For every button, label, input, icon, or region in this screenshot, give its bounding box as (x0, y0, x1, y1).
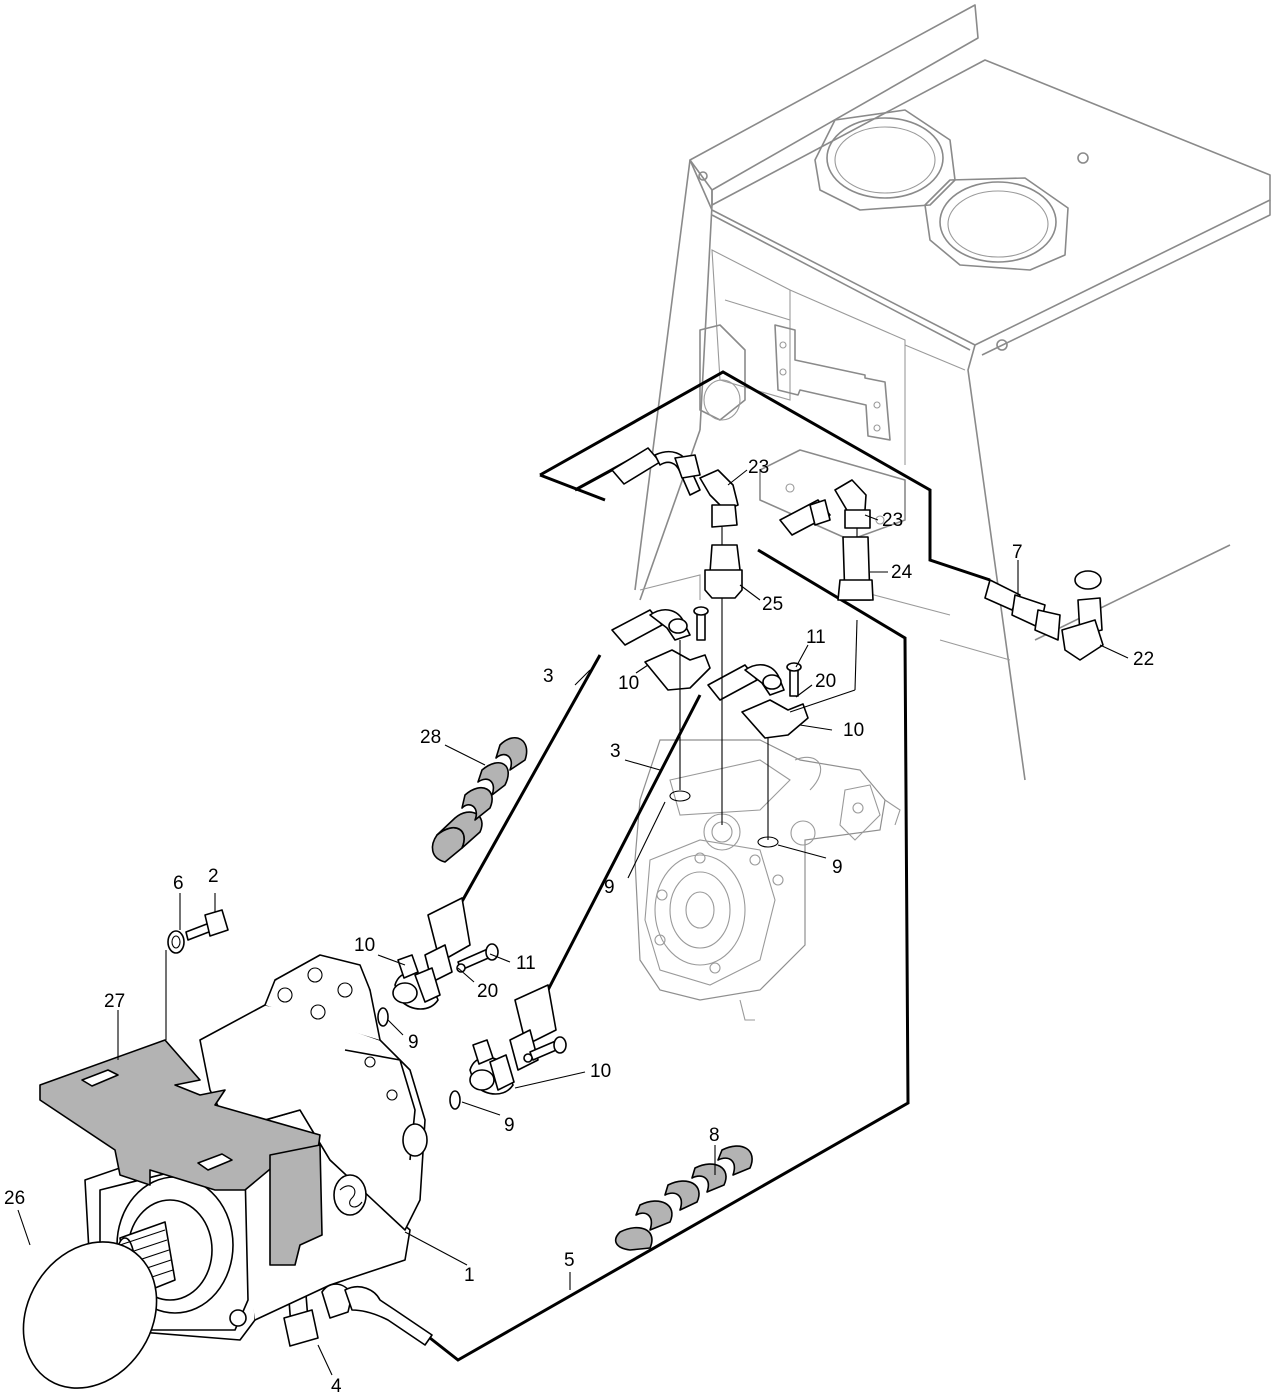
leader-lines (17, 469, 1129, 1376)
hose-3-lower (546, 694, 702, 991)
machine-frame (634, 4, 1271, 781)
callout-23-b: 23 (882, 510, 903, 531)
hose-lines (429, 370, 991, 1362)
callout-9-b: 9 (504, 1115, 515, 1136)
callout-28: 28 (420, 727, 441, 748)
callout-11-b: 11 (806, 627, 826, 648)
callout-9-a: 9 (408, 1032, 419, 1053)
callout-4: 4 (331, 1376, 342, 1397)
callout-8: 8 (709, 1125, 720, 1146)
seal-ring-26 (22, 1241, 158, 1389)
callout-10-a: 10 (354, 935, 375, 956)
callout-7: 7 (1012, 542, 1023, 563)
hose-3-upper (458, 654, 602, 906)
callout-24: 24 (891, 562, 913, 583)
callout-9-d: 9 (832, 857, 843, 878)
callout-20-a: 20 (477, 981, 498, 1002)
callout-27: 27 (104, 991, 125, 1012)
callout-10-c: 10 (843, 720, 864, 741)
callout-5: 5 (564, 1250, 575, 1271)
callout-26: 26 (4, 1188, 25, 1209)
callout-22: 22 (1133, 649, 1154, 670)
frame-bracket-plate (774, 324, 891, 441)
callout-9-c: 9 (604, 877, 615, 898)
callout-23-a: 23 (748, 457, 769, 478)
callout-labels: 1 2 3 3 4 5 6 7 8 9 9 9 9 10 10 10 10 11… (4, 457, 1154, 1397)
callout-10-d: 10 (590, 1061, 611, 1082)
callout-25: 25 (762, 594, 783, 615)
mounting-plate-27 (39, 1039, 323, 1266)
callout-10-b: 10 (618, 673, 639, 694)
callout-1: 1 (464, 1265, 475, 1286)
hose-5 (429, 548, 910, 1362)
callout-3-lower: 3 (610, 741, 621, 762)
hose-guard-8 (614, 1145, 753, 1251)
hose-return-line (539, 370, 991, 582)
installed-pump-ghost (634, 739, 901, 1021)
callout-20-b: 20 (815, 671, 836, 692)
callout-11-a: 11 (516, 953, 536, 974)
callout-6: 6 (173, 873, 184, 894)
hose-fittings (167, 447, 1104, 1347)
callout-3-upper: 3 (543, 666, 554, 687)
frame-ring-opening-right (924, 177, 1069, 271)
hose-guard-28 (431, 737, 528, 863)
callout-2: 2 (208, 866, 219, 887)
